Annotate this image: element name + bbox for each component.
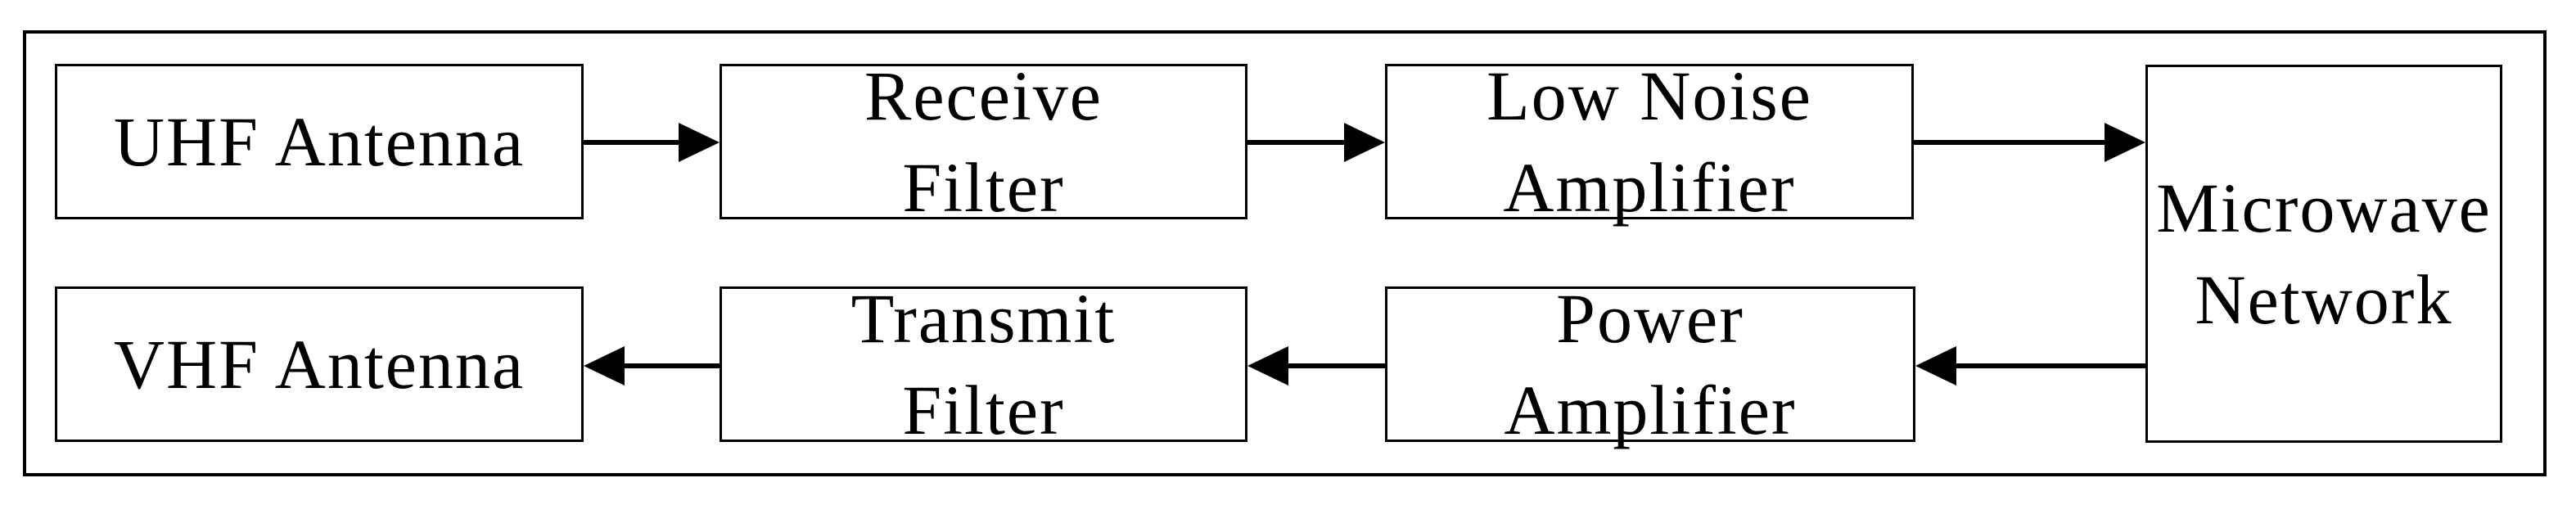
arrow-transmit-filter-to-vhf-antenna xyxy=(584,346,720,386)
block-microwave-network-label-line1: Microwave xyxy=(2156,169,2492,247)
arrowhead-left-icon xyxy=(584,346,625,386)
block-power-amplifier-label-line2: Amplifier xyxy=(1504,371,1797,449)
block-vhf-antenna: VHF Antenna xyxy=(55,286,584,442)
block-power-amplifier: Power Amplifier xyxy=(1385,279,1915,449)
arrow-shaft xyxy=(1914,140,2105,145)
arrowhead-left-icon xyxy=(1915,346,1956,386)
block-microwave-network-label-line2: Network xyxy=(2195,260,2453,339)
arrowhead-right-icon xyxy=(679,123,720,162)
block-receive-filter-label-line2: Filter xyxy=(902,148,1065,227)
block-low-noise-amplifier-label-line1: Low Noise xyxy=(1487,56,1812,135)
arrow-shaft xyxy=(1288,363,1385,368)
arrow-shaft xyxy=(625,363,720,368)
block-uhf-antenna-label: UHF Antenna xyxy=(113,102,526,181)
arrow-low-noise-amplifier-to-microwave-network xyxy=(1914,123,2145,162)
block-transmit-filter: Transmit Filter xyxy=(720,279,1247,449)
block-uhf-antenna: UHF Antenna xyxy=(55,64,584,219)
arrowhead-left-icon xyxy=(1247,346,1288,386)
block-transmit-filter-label-line2: Filter xyxy=(902,371,1065,449)
arrowhead-right-icon xyxy=(2105,123,2145,162)
block-low-noise-amplifier-label-line2: Amplifier xyxy=(1503,148,1796,227)
arrow-power-amplifier-to-transmit-filter xyxy=(1247,346,1385,386)
arrow-shaft xyxy=(1956,363,2145,368)
arrow-uhf-antenna-to-receive-filter xyxy=(584,123,720,162)
diagram-outer-border xyxy=(23,30,2547,476)
arrow-receive-filter-to-low-noise-amplifier xyxy=(1247,123,1385,162)
block-power-amplifier-label-line1: Power xyxy=(1556,279,1744,358)
block-transmit-filter-label-line1: Transmit xyxy=(850,279,1117,358)
arrowhead-right-icon xyxy=(1344,123,1385,162)
block-microwave-network: Microwave Network xyxy=(2145,65,2502,443)
arrow-shaft xyxy=(584,140,679,145)
block-receive-filter: Receive Filter xyxy=(720,56,1247,227)
block-vhf-antenna-label: VHF Antenna xyxy=(113,325,526,404)
block-low-noise-amplifier: Low Noise Amplifier xyxy=(1385,56,1914,227)
arrow-shaft xyxy=(1247,140,1344,145)
block-receive-filter-label-line1: Receive xyxy=(864,56,1103,135)
arrow-microwave-network-to-power-amplifier xyxy=(1915,346,2145,386)
